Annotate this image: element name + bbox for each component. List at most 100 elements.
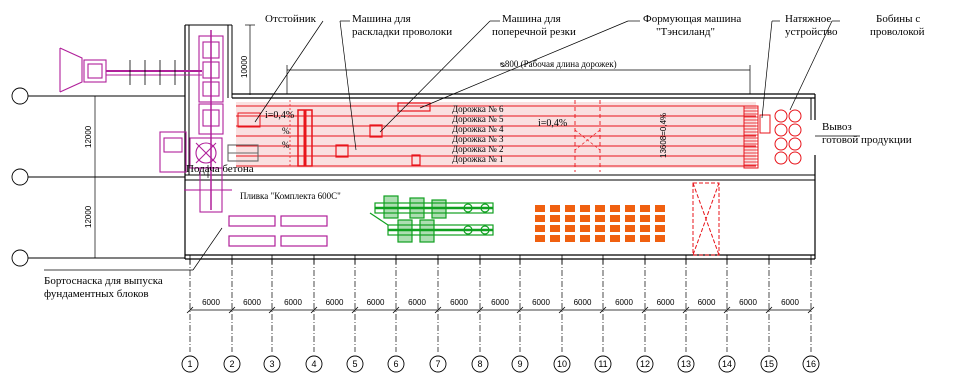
product-block bbox=[640, 205, 650, 212]
bay-dim-label: 6000 bbox=[781, 298, 799, 307]
production-tracks: i=0,4% i=0,4% 13608=0,4% % % bbox=[236, 100, 802, 172]
bay-dim-label: 6000 bbox=[574, 298, 592, 307]
bay-dim-label: 6000 bbox=[657, 298, 675, 307]
axis-number: 7 bbox=[435, 359, 440, 369]
top-dimension bbox=[245, 24, 255, 95]
concrete-plant-frame bbox=[129, 60, 176, 85]
label-side-equipment-1: Бортоснаска для выпуска bbox=[44, 275, 163, 287]
product-block bbox=[535, 225, 545, 232]
label-wire-layout-2: раскладки проволоки bbox=[352, 26, 452, 38]
wire-coil bbox=[774, 109, 788, 123]
axis-number: 1 bbox=[187, 359, 192, 369]
label-tension-2: устройство bbox=[785, 26, 838, 38]
bay-dim-label: 6000 bbox=[491, 298, 509, 307]
axis-bubble bbox=[223, 355, 241, 373]
track-label: Дорожка № 2 bbox=[452, 144, 503, 154]
label-forming-2: "Тэнсиланд" bbox=[656, 26, 715, 38]
product-block bbox=[655, 205, 665, 212]
svg-text:%: % bbox=[282, 126, 290, 136]
axis-bubble bbox=[263, 355, 281, 373]
axis-number: 14 bbox=[722, 359, 732, 369]
product-block bbox=[655, 225, 665, 232]
working-length-label: ᴓ800 (Рабочая длина дорожек) bbox=[500, 59, 617, 69]
product-block bbox=[535, 205, 545, 212]
product-block bbox=[580, 235, 590, 242]
product-block bbox=[595, 215, 605, 222]
label-output-1: Вывоз bbox=[822, 121, 852, 133]
slope-right: i=0,4% bbox=[538, 118, 567, 129]
label-coils-1: Бобины с bbox=[876, 13, 920, 25]
bay-dim-label: 6000 bbox=[326, 298, 344, 307]
label-concrete-supply: Подача бетона bbox=[186, 163, 254, 175]
axis-number: 8 bbox=[477, 359, 482, 369]
product-block bbox=[640, 225, 650, 232]
label-coils-2: проволокой bbox=[870, 26, 925, 38]
axis-bubble bbox=[802, 355, 820, 373]
side-equipment-blocks bbox=[228, 215, 328, 247]
bay-dim-label: 6000 bbox=[450, 298, 468, 307]
bay-dim-label: 6000 bbox=[739, 298, 757, 307]
track-label: Дорожка № 3 bbox=[452, 134, 504, 144]
label-rig: Пливка "Комплекта 600С" bbox=[240, 191, 341, 201]
track-vertical-dim: 13608=0,4% bbox=[659, 113, 668, 158]
product-block bbox=[535, 215, 545, 222]
axis-number: 3 bbox=[269, 359, 274, 369]
svg-text:%: % bbox=[282, 140, 290, 150]
wire-coil bbox=[774, 151, 788, 165]
product-block bbox=[610, 205, 620, 212]
axis-bubble bbox=[636, 355, 654, 373]
axis-number: 12 bbox=[640, 359, 650, 369]
axis-bubble bbox=[387, 355, 405, 373]
axis-number: 5 bbox=[352, 359, 357, 369]
product-block bbox=[580, 205, 590, 212]
axis-bubble bbox=[346, 355, 364, 373]
label-wire-layout-1: Машина для bbox=[352, 13, 411, 25]
green-rig bbox=[369, 195, 494, 243]
product-block bbox=[595, 235, 605, 242]
product-block bbox=[640, 235, 650, 242]
bay-dim-label: 6000 bbox=[698, 298, 716, 307]
track-label: Дорожка № 1 bbox=[452, 154, 503, 164]
callout-leaders bbox=[44, 20, 860, 271]
axis-number: 11 bbox=[598, 359, 607, 369]
product-block bbox=[625, 225, 635, 232]
axis-number: 9 bbox=[517, 359, 522, 369]
bay-dim-label: 6000 bbox=[367, 298, 385, 307]
row-axes bbox=[11, 87, 185, 267]
product-block bbox=[655, 235, 665, 242]
axis-bubble bbox=[305, 355, 323, 373]
product-block bbox=[610, 225, 620, 232]
building-walls bbox=[184, 24, 816, 260]
axis-bubble bbox=[429, 355, 447, 373]
left-dim-upper: 12000 bbox=[84, 125, 93, 148]
label-settler: Отстойник bbox=[265, 13, 317, 25]
label-cross-cut-2: поперечной резки bbox=[492, 26, 576, 38]
product-block bbox=[625, 235, 635, 242]
product-block bbox=[595, 205, 605, 212]
working-length-dimension bbox=[286, 65, 751, 94]
product-block bbox=[580, 215, 590, 222]
product-block bbox=[610, 215, 620, 222]
label-cross-cut-1: Машина для bbox=[502, 13, 561, 25]
axis-number: 13 bbox=[681, 359, 691, 369]
product-block bbox=[550, 215, 560, 222]
left-dim-lower: 12000 bbox=[84, 205, 93, 228]
top-dim-label: 10000 bbox=[240, 55, 249, 78]
product-block bbox=[535, 235, 545, 242]
product-block bbox=[610, 235, 620, 242]
label-side-equipment-2: фундаментных блоков bbox=[44, 288, 149, 300]
axis-number: 2 bbox=[229, 359, 234, 369]
product-block bbox=[625, 215, 635, 222]
product-block bbox=[565, 215, 575, 222]
product-block bbox=[565, 235, 575, 242]
label-forming-1: Формующая машина bbox=[643, 13, 741, 25]
axis-number: 16 bbox=[806, 359, 816, 369]
wire-coil bbox=[788, 123, 802, 137]
wire-coil bbox=[788, 109, 802, 123]
product-block bbox=[655, 215, 665, 222]
track-label: Дорожка № 6 bbox=[452, 104, 504, 114]
